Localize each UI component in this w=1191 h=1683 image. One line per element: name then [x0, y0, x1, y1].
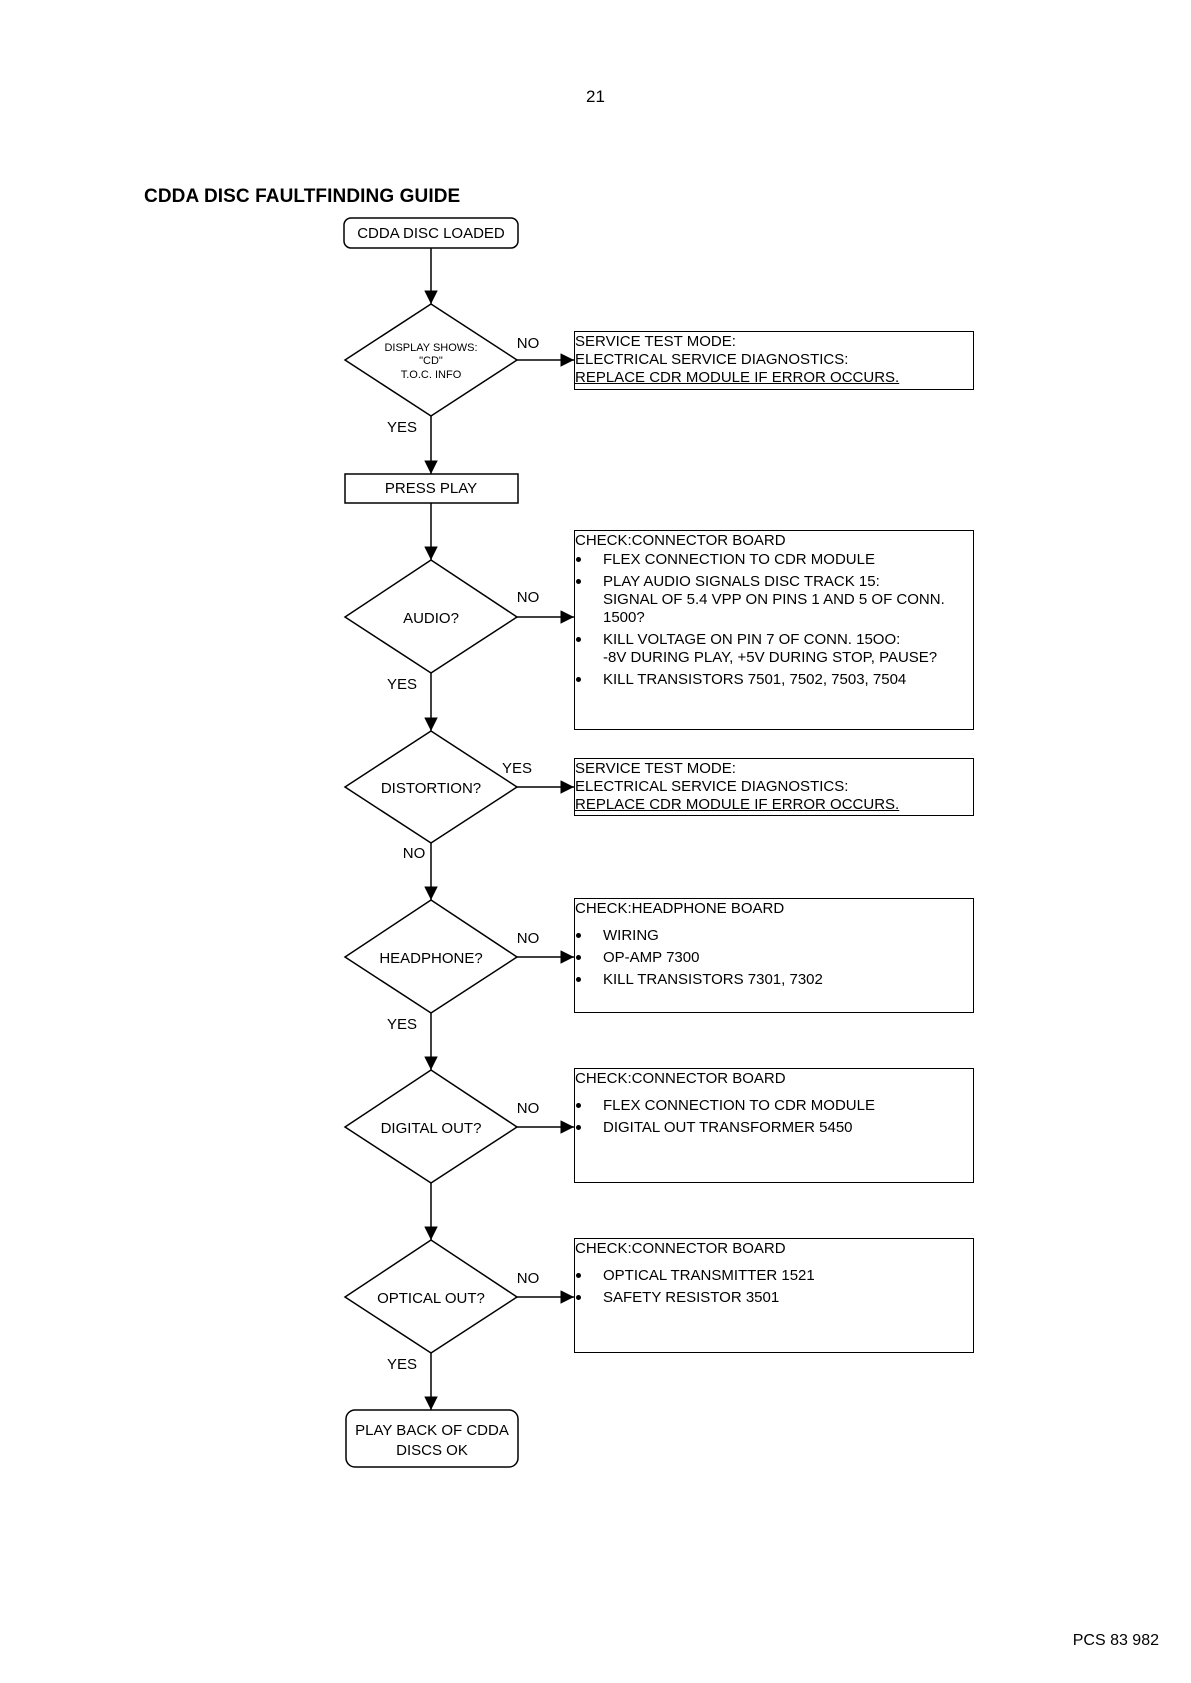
optical-out-label: OPTICAL OUT? [377, 1290, 485, 1307]
press-play-shape [344, 473, 519, 504]
connector-box-2-header: CHECK:CONNECTOR BOARD [575, 1070, 786, 1087]
display-check-line3: T.O.C. INFO [401, 369, 462, 381]
bullet-icon [576, 933, 581, 938]
connector-box-3-header: CHECK:CONNECTOR BOARD [575, 1240, 786, 1257]
headphone-box-header: CHECK:HEADPHONE BOARD [575, 900, 785, 917]
page-number: 21 [586, 87, 605, 106]
service-box-2-line-3: REPLACE CDR MODULE IF ERROR OCCURS. [575, 796, 900, 813]
connector-box-3-list: OPTICAL TRANSMITTER 1521 SAFETY RESISTOR… [575, 1267, 973, 1307]
list-item: OPTICAL TRANSMITTER 1521 [575, 1267, 973, 1285]
bullet-icon [576, 677, 581, 682]
list-item: OP-AMP 7300 [575, 949, 973, 967]
list-item: KILL TRANSISTORS 7501, 7502, 7503, 7504 [575, 671, 973, 689]
bullet-icon [576, 955, 581, 960]
display-check-line2: "CD" [419, 355, 443, 367]
list-item: KILL VOLTAGE ON PIN 7 OF CONN. 15OO: -8V… [575, 631, 973, 667]
list-item: WIRING [575, 927, 973, 945]
connector-board-box-3: CHECK:CONNECTOR BOARD OPTICAL TRANSMITTE… [574, 1238, 974, 1353]
service-box-1-line-2: ELECTRICAL SERVICE DIAGNOSTICS: [575, 351, 849, 368]
end-node-line1: PLAY BACK OF CDDA [355, 1422, 509, 1439]
edge-label-display-yes: YES [387, 419, 417, 436]
connector-box-2-list: FLEX CONNECTION TO CDR MODULE DIGITAL OU… [575, 1097, 973, 1137]
bullet-icon [576, 579, 581, 584]
list-item: PLAY AUDIO SIGNALS DISC TRACK 15: SIGNAL… [575, 573, 973, 627]
bullet-icon [576, 1273, 581, 1278]
end-node-line2: DISCS OK [396, 1442, 468, 1459]
connector-board-box-2: CHECK:CONNECTOR BOARD FLEX CONNECTION TO… [574, 1068, 974, 1183]
headphone-box-list: WIRING OP-AMP 7300 KILL TRANSISTORS 7301… [575, 927, 973, 989]
page-title: CDDA DISC FAULTFINDING GUIDE [144, 186, 461, 207]
start-node-label: CDDA DISC LOADED [357, 225, 505, 242]
connector-box-1-header: CHECK:CONNECTOR BOARD [575, 532, 786, 549]
edge-label-optical-no: NO [517, 1270, 540, 1287]
edge-label-distortion-yes: YES [502, 760, 532, 777]
edge-label-optical-yes: YES [387, 1356, 417, 1373]
distortion-label: DISTORTION? [381, 780, 481, 797]
list-item: SAFETY RESISTOR 3501 [575, 1289, 973, 1307]
list-item: FLEX CONNECTION TO CDR MODULE [575, 551, 973, 569]
service-box-1-line-3: REPLACE CDR MODULE IF ERROR OCCURS. [575, 369, 900, 386]
bullet-icon [576, 977, 581, 982]
edge-label-headphone-yes: YES [387, 1016, 417, 1033]
document-code: PCS 83 982 [1072, 1632, 1159, 1649]
audio-label: AUDIO? [403, 610, 459, 627]
press-play-label: PRESS PLAY [385, 480, 477, 497]
list-item: DIGITAL OUT TRANSFORMER 5450 [575, 1119, 973, 1137]
service-box-2-line-1: SERVICE TEST MODE: [575, 760, 736, 777]
service-box-2-line-2: ELECTRICAL SERVICE DIAGNOSTICS: [575, 778, 849, 795]
display-check-line1: DISPLAY SHOWS: [384, 342, 477, 354]
edge-label-display-no: NO [517, 335, 540, 352]
headphone-label: HEADPHONE? [379, 950, 482, 967]
headphone-board-box: CHECK:HEADPHONE BOARD WIRING OP-AMP 7300… [574, 898, 974, 1013]
bullet-icon [576, 1125, 581, 1130]
bullet-icon [576, 1103, 581, 1108]
connector-board-box-1: CHECK:CONNECTOR BOARD FLEX CONNECTION TO… [574, 530, 974, 730]
edge-label-digital-no: NO [517, 1100, 540, 1117]
service-test-box-1: SERVICE TEST MODE: ELECTRICAL SERVICE DI… [574, 331, 974, 390]
digital-out-label: DIGITAL OUT? [381, 1120, 482, 1137]
end-node-shape [345, 1409, 519, 1468]
edge-label-distortion-no: NO [403, 845, 426, 862]
service-box-1-line-1: SERVICE TEST MODE: [575, 333, 736, 350]
bullet-icon [576, 637, 581, 642]
connector-box-1-list: FLEX CONNECTION TO CDR MODULE PLAY AUDIO… [575, 551, 973, 689]
list-item: FLEX CONNECTION TO CDR MODULE [575, 1097, 973, 1115]
edge-label-audio-yes: YES [387, 676, 417, 693]
service-test-box-2: SERVICE TEST MODE: ELECTRICAL SERVICE DI… [574, 758, 974, 816]
bullet-icon [576, 1295, 581, 1300]
edge-label-headphone-no: NO [517, 930, 540, 947]
bullet-icon [576, 557, 581, 562]
list-item: KILL TRANSISTORS 7301, 7302 [575, 971, 973, 989]
edge-label-audio-no: NO [517, 589, 540, 606]
